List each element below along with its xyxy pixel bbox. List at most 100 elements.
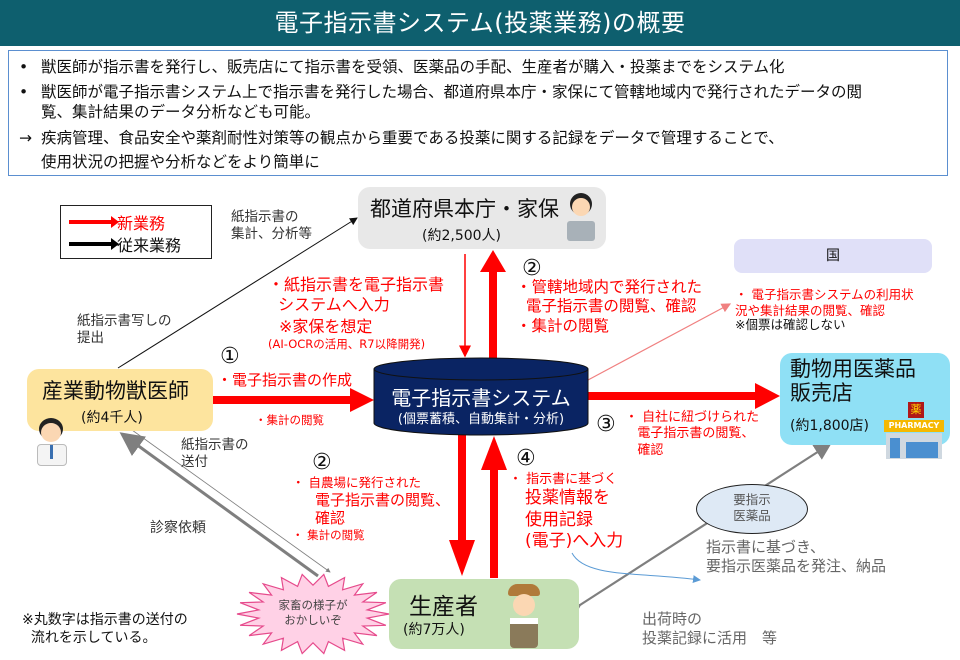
label-line: ・ 指示書に基づく bbox=[509, 472, 618, 487]
country-note: ※個票は確認しない bbox=[735, 317, 846, 332]
label-consult: 診察依頼 bbox=[150, 520, 206, 536]
label-paper-input-note: ※家保を想定 bbox=[279, 317, 373, 336]
prefecture-count: (約2,500人) bbox=[422, 228, 502, 244]
country-text: ・ 電子指示書システムの利用状 況や集計結果の閲覧、確認 bbox=[735, 287, 914, 318]
label-line: (電子)へ入力 bbox=[525, 530, 624, 551]
label-step3: ・ 自社に紐づけられた 電子指示書の閲覧、 確認 bbox=[625, 410, 759, 459]
label-paper-input: ・紙指示書を電子指示書 システムへ入力 bbox=[268, 275, 444, 315]
pharmacy-sign: PHARMACY bbox=[884, 420, 944, 432]
label-paper-copy: 紙指示書写しの 提出 bbox=[77, 313, 172, 347]
summary-line: 使用状況の把握や分析などをより簡単に bbox=[19, 150, 320, 172]
footnote-line: 流れを示している。 bbox=[22, 629, 157, 646]
label-line: ・ 集計の閲覧 bbox=[292, 528, 365, 543]
step-1-number: ① bbox=[220, 344, 240, 369]
footnote: ※丸数字は指示書の送付の 流れを示している。 bbox=[22, 612, 188, 647]
summary-text: 獣医師が電子指示書システム上で指示書を発行した場合、都道府県本庁・家保にて管轄地… bbox=[41, 83, 863, 101]
label-order: 指示書に基づき、 要指示医薬品を発注、納品 bbox=[706, 538, 886, 576]
arrow-system-to-prefecture-head bbox=[480, 250, 506, 272]
node-system: 電子指示書システム (個票蓄積、自動集計・分析) bbox=[373, 357, 589, 437]
burst-line: おかしいぞ bbox=[284, 612, 342, 627]
country-text-line: ・ 電子指示書システムの利用状 bbox=[735, 287, 914, 302]
label-line: 提出 bbox=[77, 329, 104, 346]
bullet-marker: • bbox=[19, 58, 29, 76]
summary-box: • 獣医師が指示書を発行し、販売店にて指示書を受領、医薬品の手配、生産者が購入・投… bbox=[8, 50, 948, 176]
red-arrow-icon bbox=[69, 216, 119, 228]
system-sub: (個票蓄積、自動集計・分析) bbox=[397, 412, 565, 427]
arrow-system-to-producer-head bbox=[449, 540, 475, 576]
store-name-line2: 販売店 bbox=[790, 381, 853, 406]
label-line: 確認 bbox=[315, 509, 346, 528]
arrow-producer-to-system-shaft bbox=[490, 468, 498, 578]
page-title: 電子指示書システム(投薬業務)の概要 bbox=[0, 0, 960, 46]
legend-new: 新業務 bbox=[69, 210, 165, 234]
label-line: 電子指示書の閲覧、確認 bbox=[516, 297, 697, 316]
burst-line: 家畜の様子が bbox=[278, 598, 348, 612]
vet-name: 産業動物獣医師 bbox=[42, 379, 189, 403]
label-line: 紙指示書写しの bbox=[77, 313, 172, 329]
summary-text: 獣医師が指示書を発行し、販売店にて指示書を受領、医薬品の手配、生産者が購入・投薬… bbox=[41, 58, 785, 76]
legend-old-label: 従来業務 bbox=[117, 236, 182, 255]
summary-line: • 獣医師が指示書を発行し、販売店にて指示書を受領、医薬品の手配、生産者が購入・投… bbox=[19, 55, 785, 77]
arrow-vet-to-prefecture bbox=[117, 217, 358, 369]
label-line: 送付 bbox=[181, 453, 208, 470]
summary-text: 使用状況の把握や分析などをより簡単に bbox=[41, 153, 320, 171]
label-paper-send: 紙指示書の 送付 bbox=[181, 437, 249, 471]
store-name-line1: 動物用医薬品 bbox=[790, 357, 916, 381]
vet-count: (約4千人) bbox=[81, 410, 143, 426]
arrow-marker: → bbox=[19, 129, 32, 147]
label-line: 紙指示書の bbox=[231, 209, 299, 225]
label-line: 要指示医薬品を発注、納品 bbox=[706, 556, 887, 575]
label-paper-aggregate: 紙指示書の 集計、分析等 bbox=[231, 209, 312, 243]
label-step2-top: ・管轄地域内で発行された 電子指示書の閲覧、確認 ・集計の閲覧 bbox=[516, 278, 702, 336]
store-name: 動物用医薬品 販売店 bbox=[790, 357, 916, 405]
burst-text: 家畜の様子が おかしいぞ bbox=[236, 598, 390, 628]
node-producer: 生産者 (約7万人) bbox=[389, 579, 579, 649]
black-arrow-icon bbox=[69, 238, 119, 250]
step-2-number-bottom: ② bbox=[312, 450, 332, 475]
officer-icon bbox=[566, 193, 596, 243]
label-line: ・ 自農場に発行された bbox=[292, 475, 421, 490]
arrow-system-to-store-shaft bbox=[588, 392, 758, 400]
label-line: ・紙指示書を電子指示書 bbox=[268, 275, 445, 294]
arrow-producer-to-vet bbox=[119, 432, 319, 578]
legend-old: 従来業務 bbox=[69, 232, 181, 256]
label-step1-create: ・電子指示書の作成 bbox=[217, 371, 353, 389]
burst-shape bbox=[236, 573, 390, 655]
label-line: 集計、分析等 bbox=[231, 225, 312, 242]
arrow-system-to-store-head bbox=[755, 383, 780, 409]
farmer-icon bbox=[506, 580, 542, 648]
label-line: 使用記録 bbox=[525, 509, 593, 530]
label-line: 指示書に基づき、 bbox=[706, 538, 825, 556]
arrow-producer-to-store bbox=[562, 442, 832, 621]
drug-line: 医薬品 bbox=[733, 508, 771, 524]
prefecture-name: 都道府県本庁・家保 bbox=[370, 197, 559, 221]
label-line: 出荷時の bbox=[642, 610, 703, 628]
label-line: システムへ入力 bbox=[268, 295, 390, 314]
label-line: ・管轄地域内で発行された bbox=[516, 278, 703, 296]
drug-line: 要指示 bbox=[733, 492, 771, 507]
step-2-number-top: ② bbox=[522, 256, 542, 281]
step-4-number: ④ bbox=[516, 446, 536, 471]
label-line: 電子指示書の閲覧、 bbox=[315, 490, 451, 509]
summary-text: 疾病管理、食品安全や薬剤耐性対策等の観点から重要である投薬に関する記録をデータで… bbox=[41, 129, 784, 147]
arrow-system-to-prefecture-shaft bbox=[489, 270, 497, 366]
arrow-to-shipping bbox=[571, 552, 701, 584]
label-line: 確認 bbox=[625, 442, 664, 458]
country-text-line: 況や集計結果の閲覧、確認 bbox=[735, 302, 886, 318]
label-line: ・集計の閲覧 bbox=[516, 316, 610, 335]
footnote-line: ※丸数字は指示書の送付の bbox=[22, 612, 188, 628]
arrow-producer-to-system-head bbox=[481, 436, 507, 470]
summary-line: → 疾病管理、食品安全や薬剤耐性対策等の観点から重要である投薬に関する記録をデータ… bbox=[19, 126, 784, 148]
label-line: 投薬情報を bbox=[525, 488, 610, 509]
arrow-vet-to-system-shaft bbox=[212, 396, 352, 404]
label-paper-input-note2: (AI-OCRの活用、R7以降開発) bbox=[268, 337, 426, 351]
store-count: (約1,800店) bbox=[790, 418, 870, 434]
system-name: 電子指示書システム bbox=[391, 386, 571, 410]
step-3-number: ③ bbox=[596, 412, 616, 437]
drug-ellipse: 要指示 医薬品 bbox=[696, 484, 808, 534]
node-country: 国 bbox=[734, 239, 932, 273]
producer-name: 生産者 bbox=[409, 594, 478, 620]
vet-doctor-icon bbox=[34, 418, 68, 466]
bullet-marker: • bbox=[19, 83, 29, 101]
arrow-system-to-country bbox=[587, 303, 732, 381]
